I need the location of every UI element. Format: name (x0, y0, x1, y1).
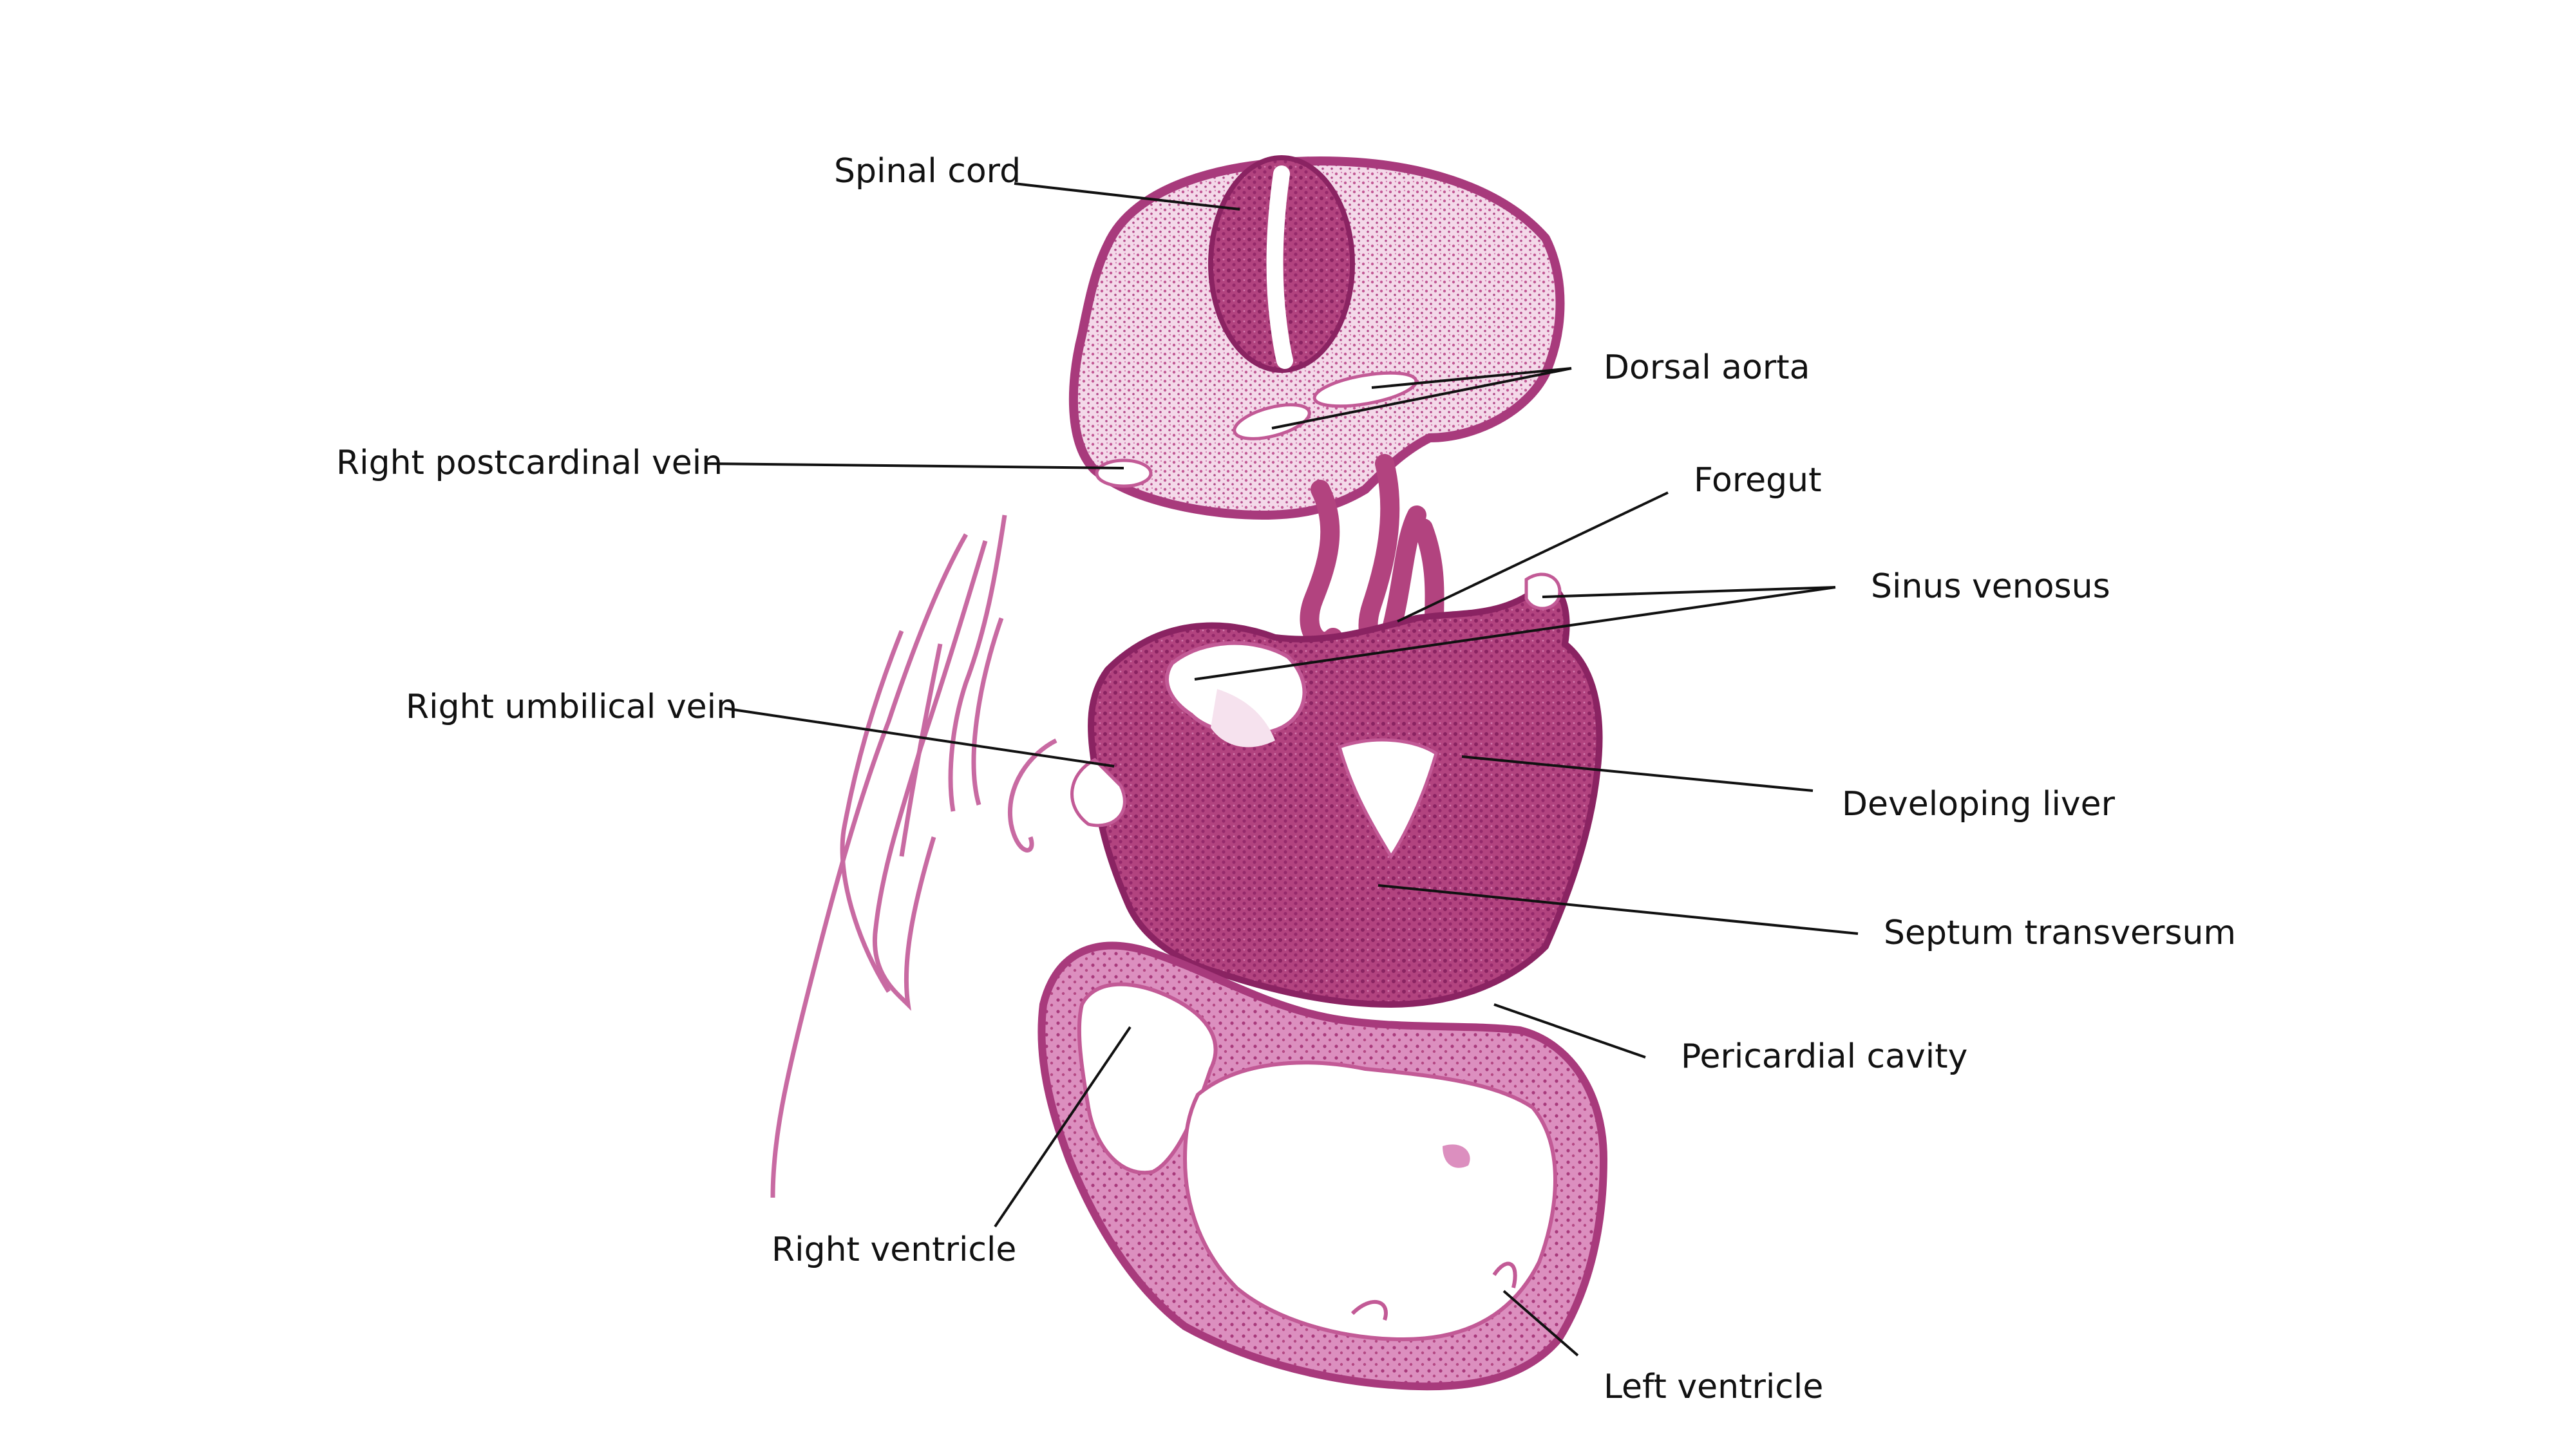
label-right-umbilical-vein: Right umbilical vein (406, 688, 738, 726)
leader-pericardial-cavity (1493, 1003, 1646, 1059)
leader-dorsal-aorta-1 (1371, 367, 1572, 389)
liver-septum-mass (1070, 572, 1603, 1008)
label-developing-liver: Developing liver (1842, 785, 2116, 824)
leader-right-umbilical-vein (724, 707, 1115, 768)
leader-right-postcardinal-vein (705, 462, 1124, 469)
leader-sinus-venosus-1 (1542, 586, 1836, 598)
label-spinal-cord: Spinal cord (834, 152, 1021, 191)
leader-sinus-venosus-2 (1194, 586, 1836, 681)
label-pericardial-cavity: Pericardial cavity (1681, 1037, 1968, 1076)
label-foregut: Foregut (1694, 461, 1822, 500)
leader-dorsal-aorta-2 (1271, 367, 1572, 429)
dorsal-body-region (1068, 155, 1565, 520)
label-right-ventricle: Right ventricle (772, 1230, 1017, 1269)
label-left-ventricle: Left ventricle (1604, 1368, 1824, 1406)
heart-region (1037, 941, 1608, 1391)
label-dorsal-aorta: Dorsal aorta (1604, 348, 1810, 387)
leader-left-ventricle (1502, 1290, 1579, 1357)
leader-foregut (1397, 491, 1669, 623)
leader-right-ventricle (994, 1026, 1132, 1228)
leader-spinal-cord (1014, 182, 1240, 211)
label-right-postcardinal-vein: Right postcardinal vein (336, 444, 723, 482)
label-septum-transversum: Septum transversum (1884, 914, 2237, 952)
extraembryonic-membranes (770, 514, 1057, 1198)
label-sinus-venosus: Sinus venosus (1871, 567, 2110, 606)
leader-developing-liver (1461, 755, 1814, 792)
leader-lines (705, 182, 1859, 1357)
leader-septum-transversum (1378, 884, 1859, 935)
